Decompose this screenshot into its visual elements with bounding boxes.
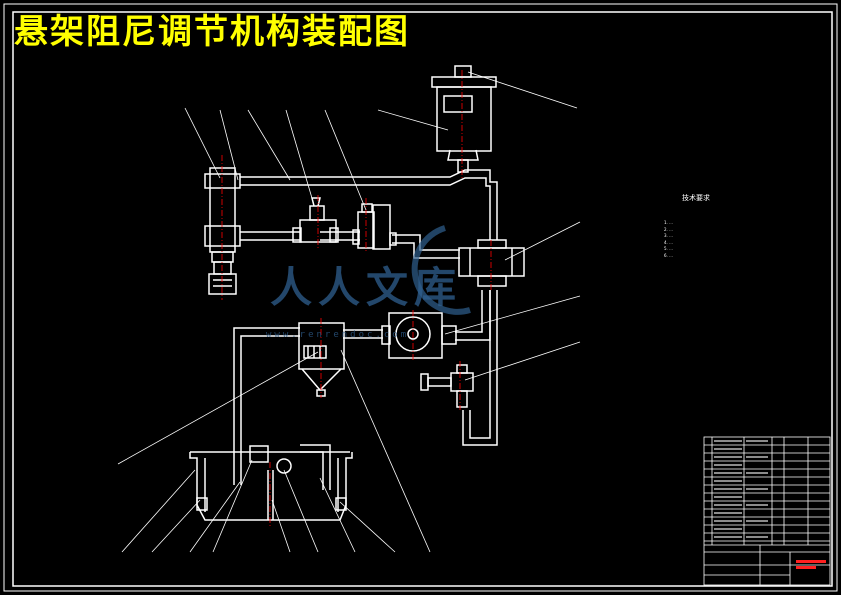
technical-requirements-title: 技术要求: [682, 194, 710, 202]
technical-requirement-item: 3. ...: [664, 233, 673, 238]
title-block-highlight: [796, 560, 826, 569]
watermark-url: www.renrendoc.com: [266, 330, 410, 340]
hydraulic-cylinder: [204, 167, 241, 295]
inner-frame: [12, 11, 833, 587]
throttle-valve: [292, 197, 339, 243]
centerlines: [221, 70, 492, 526]
title-block: [703, 436, 831, 586]
piping: [233, 169, 498, 490]
technical-requirement-item: 2. ...: [664, 226, 673, 232]
technical-requirement-item: 1. ...: [664, 220, 673, 225]
directional-valve: [458, 239, 525, 287]
leader-lines: [117, 71, 581, 553]
technical-requirements-list: 1. ... 2. ... 3. ... 4. ... 5. ... 6. ..…: [664, 220, 750, 259]
check-valve: [420, 364, 474, 408]
oil-tank: [189, 445, 353, 521]
drawing-title: 悬架阻尼调节机构装配图: [14, 12, 410, 52]
watermark-text: 人人文库: [270, 263, 463, 312]
technical-requirement-item: 6. ...: [664, 252, 673, 258]
oil-filter: [298, 322, 345, 397]
relief-valve: [352, 203, 397, 250]
oil-reservoir: [431, 65, 497, 173]
technical-requirement-item: 4. ...: [664, 239, 673, 245]
watermark-logo: [411, 225, 471, 315]
technical-requirement-item: 5. ...: [664, 246, 673, 251]
outer-frame: [3, 3, 838, 592]
title-block-fill: [714, 440, 768, 538]
